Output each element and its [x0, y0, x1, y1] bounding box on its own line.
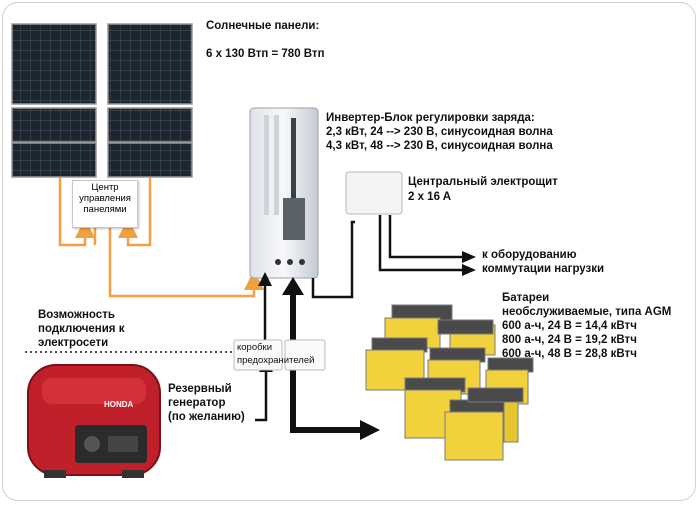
controller-box: Центр управления панелями	[72, 180, 138, 228]
fuses-line2: предохранителей	[237, 355, 315, 366]
solar-panel-left-bottom	[11, 142, 97, 178]
battery-row-front	[404, 377, 524, 461]
inverter-title: Инвертер-Блок регулировки заряда:	[326, 112, 535, 124]
generator-line1: Резервный	[168, 383, 232, 395]
battery-title: Батареи	[502, 292, 550, 304]
load-line2: коммутации нагрузки	[482, 263, 605, 275]
controller-line2: управления	[79, 192, 131, 204]
controller-line3: панелями	[83, 203, 127, 215]
grid-line1: Возможность	[38, 309, 115, 321]
solar-panel-left-mid	[11, 107, 97, 143]
dc-wiring	[255, 215, 466, 433]
solar-panel-right-mid	[107, 107, 193, 143]
generator-line2: генератор	[168, 397, 226, 409]
solar-panel-right-top	[107, 23, 193, 105]
generator-brand: HONDA	[104, 400, 134, 409]
controller-line1: Центр	[91, 182, 119, 193]
fuses-line1: коробки	[237, 342, 273, 353]
grid-line3: электросети	[38, 337, 109, 349]
battery-spec2: 800 а-ч, 24 В = 19,2 кВтч	[502, 334, 637, 346]
generator	[27, 364, 161, 478]
load-line1: к оборудованию	[482, 249, 577, 261]
inverter-spec2: 4,3 кВт, 48 --> 230 В, синусоидная волна	[326, 140, 553, 152]
inverter-unit	[249, 107, 319, 279]
battery-type: необслуживаемые, типа AGM	[502, 306, 672, 318]
battery-bank	[365, 304, 534, 461]
solar-title: Солнечные панели:	[206, 20, 320, 32]
panel-spec: 2 x 16 A	[408, 191, 452, 203]
solar-panel-right-bottom	[107, 142, 193, 178]
solar-panels	[11, 23, 193, 178]
solar-spec: 6 x 130 Втп = 780 Втп	[206, 48, 325, 60]
battery-spec3: 600 а-ч, 48 В = 28,8 кВтч	[502, 348, 637, 360]
battery-spec1: 600 а-ч, 24 В = 14,4 кВтч	[502, 320, 637, 332]
central-switchboard	[345, 171, 403, 215]
fuse-boxes	[233, 339, 326, 371]
grid-line2: подключения к	[38, 323, 125, 335]
solar-panel-left-top	[11, 23, 97, 105]
inverter-spec1: 2,3 кВт, 24 --> 230 В, синусоидная волна	[326, 126, 553, 138]
rounded-frame	[2, 2, 696, 501]
solar-wiring	[58, 177, 264, 298]
panel-title: Центральный электрощит	[408, 176, 558, 188]
generator-line3: (по желанию)	[168, 411, 245, 423]
